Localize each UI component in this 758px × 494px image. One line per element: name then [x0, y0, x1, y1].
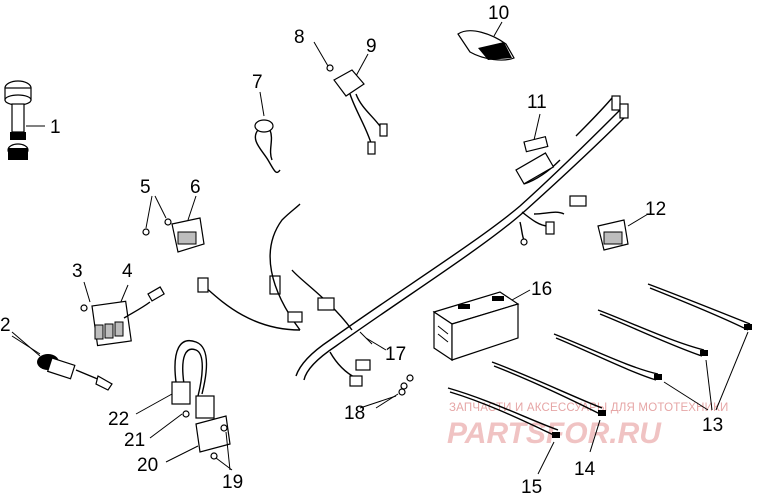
- callout-11: 11: [527, 92, 547, 113]
- callout-13: 13: [702, 415, 723, 436]
- callout-2: 2: [0, 315, 11, 336]
- part-17-wiring-harness: [197, 95, 629, 387]
- callout-12: 12: [645, 199, 666, 220]
- part-7-bulb-socket: [254, 91, 281, 174]
- callout-5: 5: [140, 177, 151, 198]
- part-10-cover: [457, 21, 515, 61]
- callout-8: 8: [294, 27, 305, 48]
- callout-9: 9: [366, 36, 377, 57]
- callout-14: 14: [574, 459, 596, 480]
- leader-lines: [11, 331, 397, 409]
- callout-7: 7: [252, 72, 263, 93]
- callout-6: 6: [190, 177, 201, 198]
- part-16-battery: [432, 289, 531, 362]
- callout-19: 19: [222, 472, 243, 493]
- part-9-switch: [313, 41, 388, 155]
- callout-17: 17: [385, 344, 406, 365]
- part-13-cables: [553, 283, 752, 411]
- watermark: ЗАПЧАСТИ И АКСЕССУАРЫ ДЛЯ МОТОТЕХНИКИ PA…: [447, 402, 728, 450]
- callout-22: 22: [108, 409, 129, 430]
- callout-1: 1: [50, 117, 61, 138]
- callout-3: 3: [72, 261, 83, 282]
- part-4-regulator: [80, 281, 165, 347]
- part-15-cable: [447, 387, 560, 475]
- callout-10: 10: [488, 3, 509, 24]
- part-11-fuse: [523, 113, 549, 153]
- part-14-cable: [491, 361, 606, 453]
- callout-15: 15: [521, 477, 542, 494]
- callout-18: 18: [344, 403, 365, 424]
- part-18-screws: [375, 374, 414, 409]
- callout-4: 4: [122, 261, 133, 282]
- callout-labels: 1 2 3 4 5 6 7 8 9 10 11 12 13 14 15 16 1…: [0, 3, 723, 494]
- part-6-relay: [142, 195, 205, 253]
- callout-21: 21: [124, 430, 145, 451]
- callout-20: 20: [137, 455, 158, 476]
- callout-16: 16: [531, 279, 552, 300]
- part-1-ignition-switch: [4, 80, 45, 160]
- part-12-relay-box: [597, 213, 649, 251]
- part-20-ignition-coil: [135, 340, 233, 471]
- part-2-connector: [11, 335, 113, 391]
